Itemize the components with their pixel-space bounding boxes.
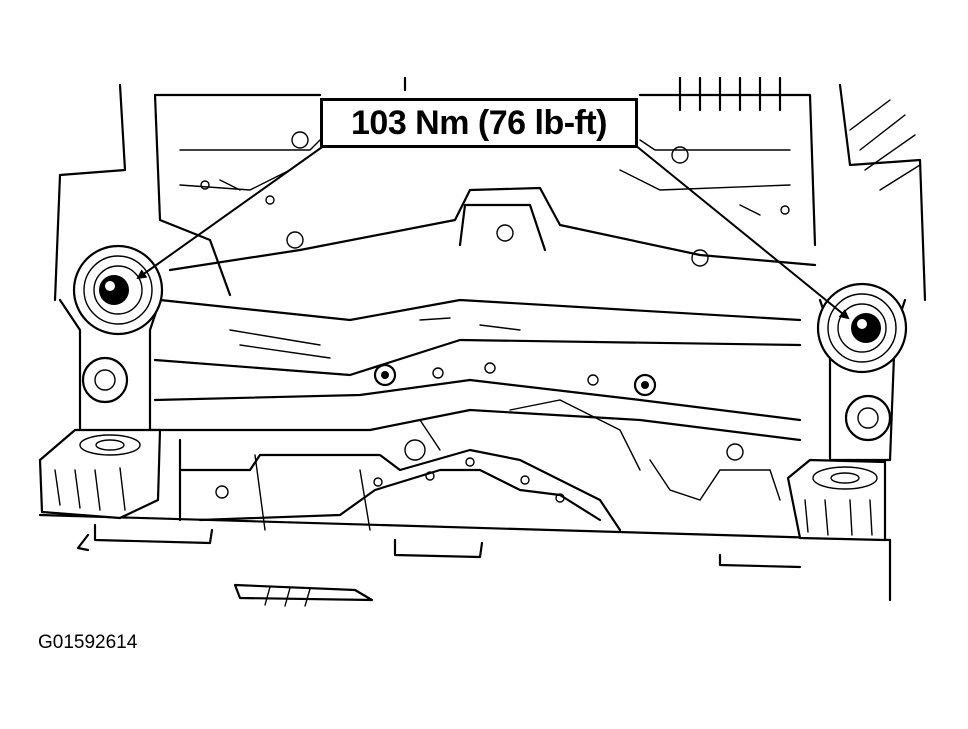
oil-pan xyxy=(178,399,781,532)
bolt-icon xyxy=(816,282,908,374)
rubber-mount-icon xyxy=(38,428,162,520)
crossmember-nut xyxy=(633,373,657,397)
rubber-mount-icon xyxy=(786,458,887,542)
ground-plane xyxy=(38,513,892,607)
figure-id: G01592614 xyxy=(38,632,138,653)
crossmember-nut xyxy=(373,363,397,387)
torque-spec-callout: 103 Nm (76 lb-ft) xyxy=(320,98,638,148)
leader-arrow-icon xyxy=(136,144,326,280)
floor-pan xyxy=(53,76,927,302)
bolt-icon xyxy=(72,244,164,336)
subframe-crossmember xyxy=(58,298,907,462)
leader-arrow-icon xyxy=(634,144,850,320)
